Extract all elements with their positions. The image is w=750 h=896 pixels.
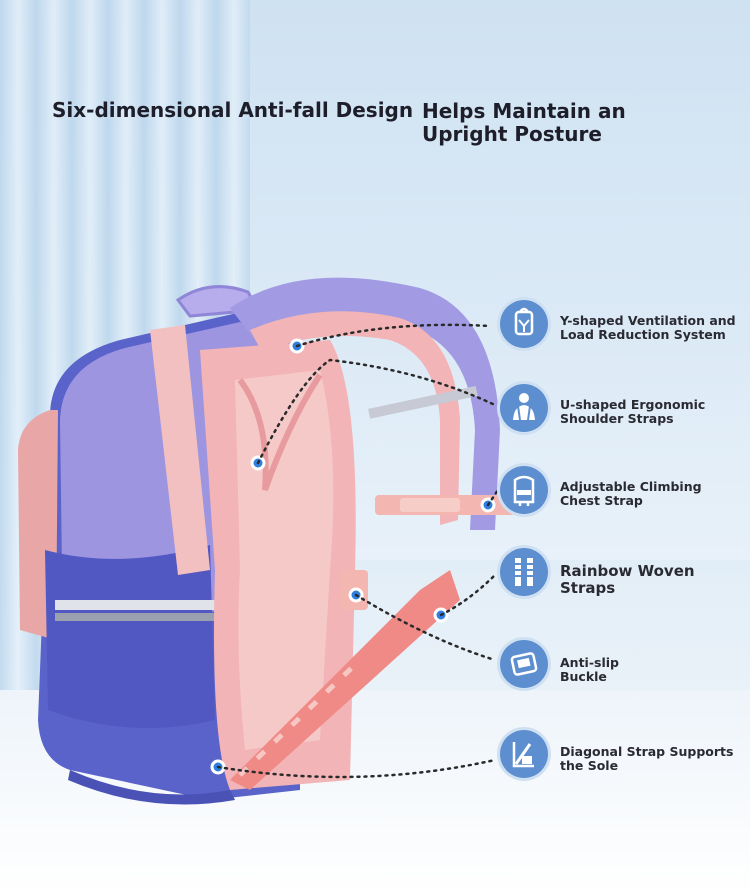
feature-label-woven: Rainbow Woven Straps (560, 562, 695, 597)
feature-label-diagonal: Diagonal Strap Supports the Sole (560, 744, 734, 773)
chest-strap-icon (500, 466, 548, 514)
backpack-illustration (18, 277, 515, 805)
woven-straps-icon (500, 548, 548, 596)
shoulder-straps-icon (500, 384, 548, 432)
diagonal-strap-icon (500, 730, 548, 778)
feature-label-buckle: Anti-slip Buckle (560, 655, 619, 684)
feature-label-ventilation: Y-shaped Ventilation and Load Reduction … (560, 313, 736, 342)
feature-label-chest: Adjustable Climbing Chest Strap (560, 479, 702, 508)
ventilation-backpack-icon (500, 300, 548, 348)
headline-posture: Helps Maintain an Upright Posture (422, 99, 626, 146)
feature-label-shoulder: U-shaped Ergonomic Shoulder Straps (560, 397, 706, 426)
headline-anti-fall: Six-dimensional Anti-fall Design (52, 98, 414, 122)
buckle-icon (500, 640, 548, 688)
